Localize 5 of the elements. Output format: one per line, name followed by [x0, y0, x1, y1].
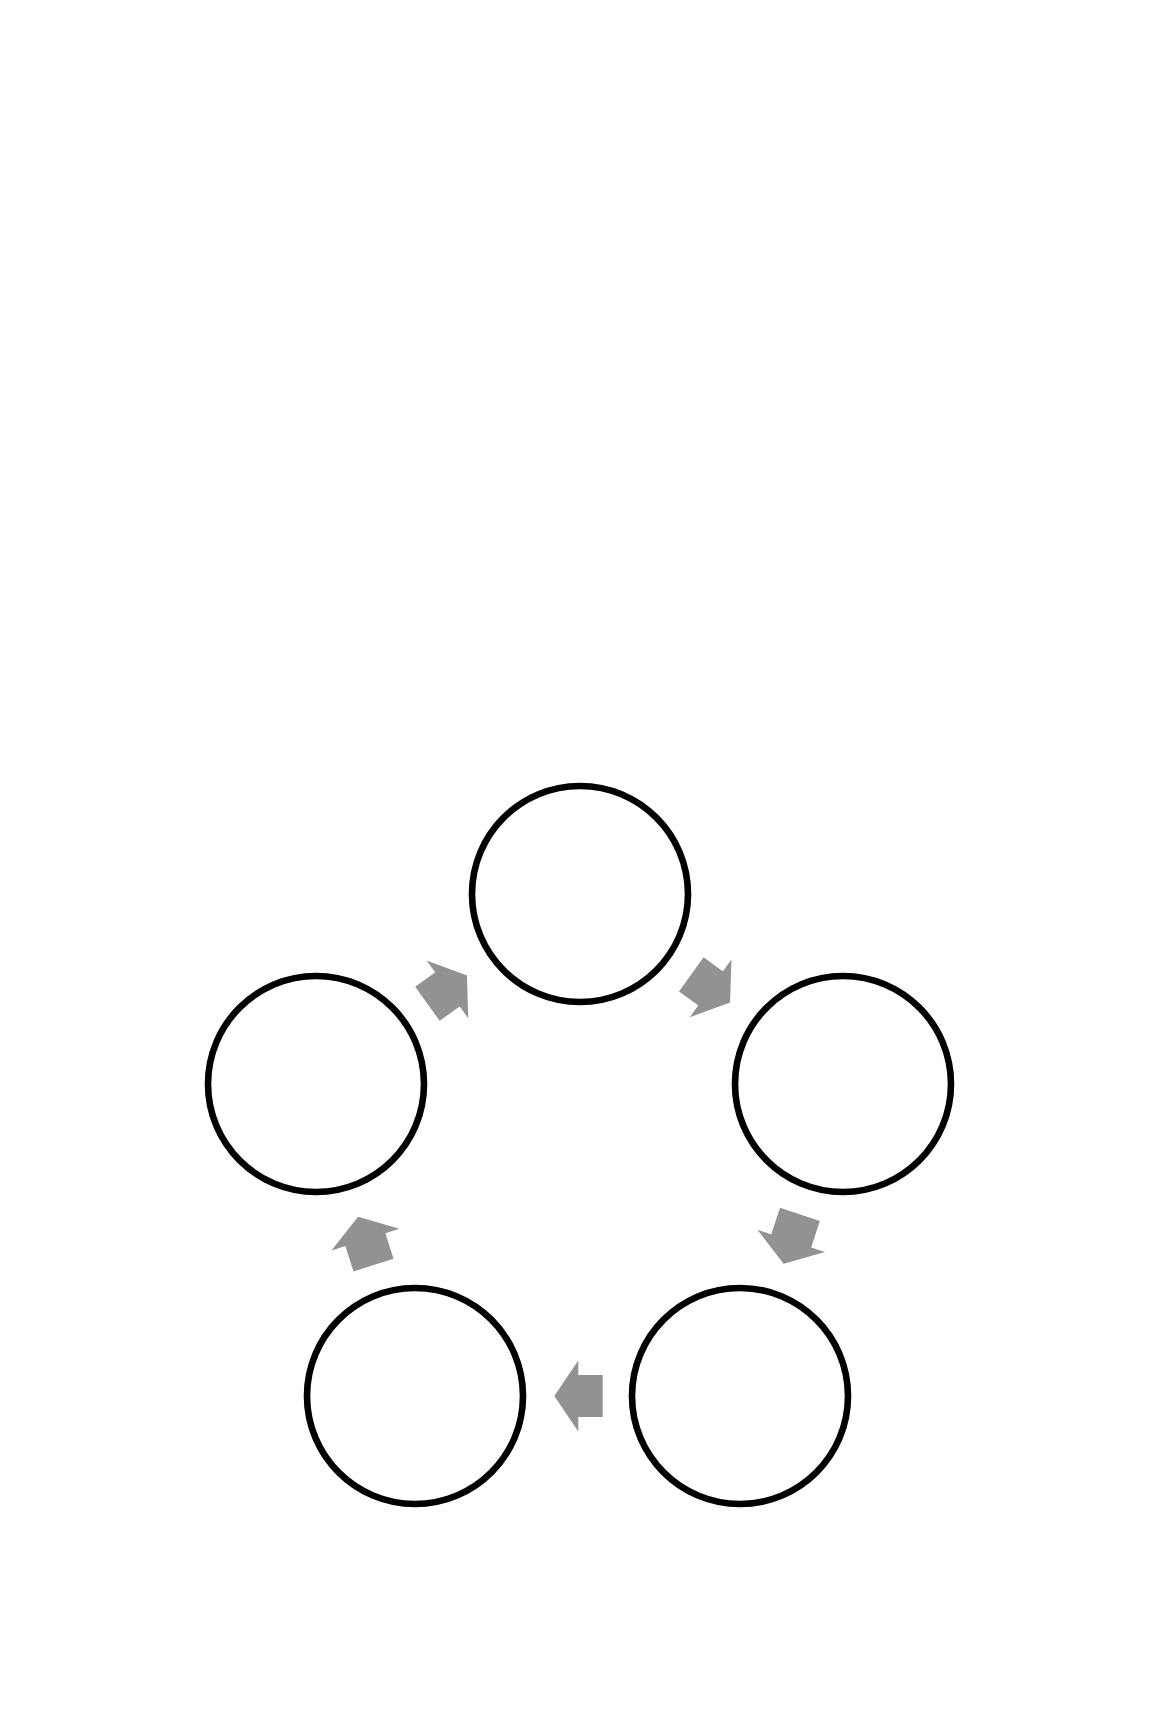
- circle: [468, 782, 692, 1006]
- circle: [204, 972, 428, 1196]
- circle: [731, 972, 955, 1196]
- circle: [628, 1284, 852, 1508]
- circle: [303, 1284, 527, 1508]
